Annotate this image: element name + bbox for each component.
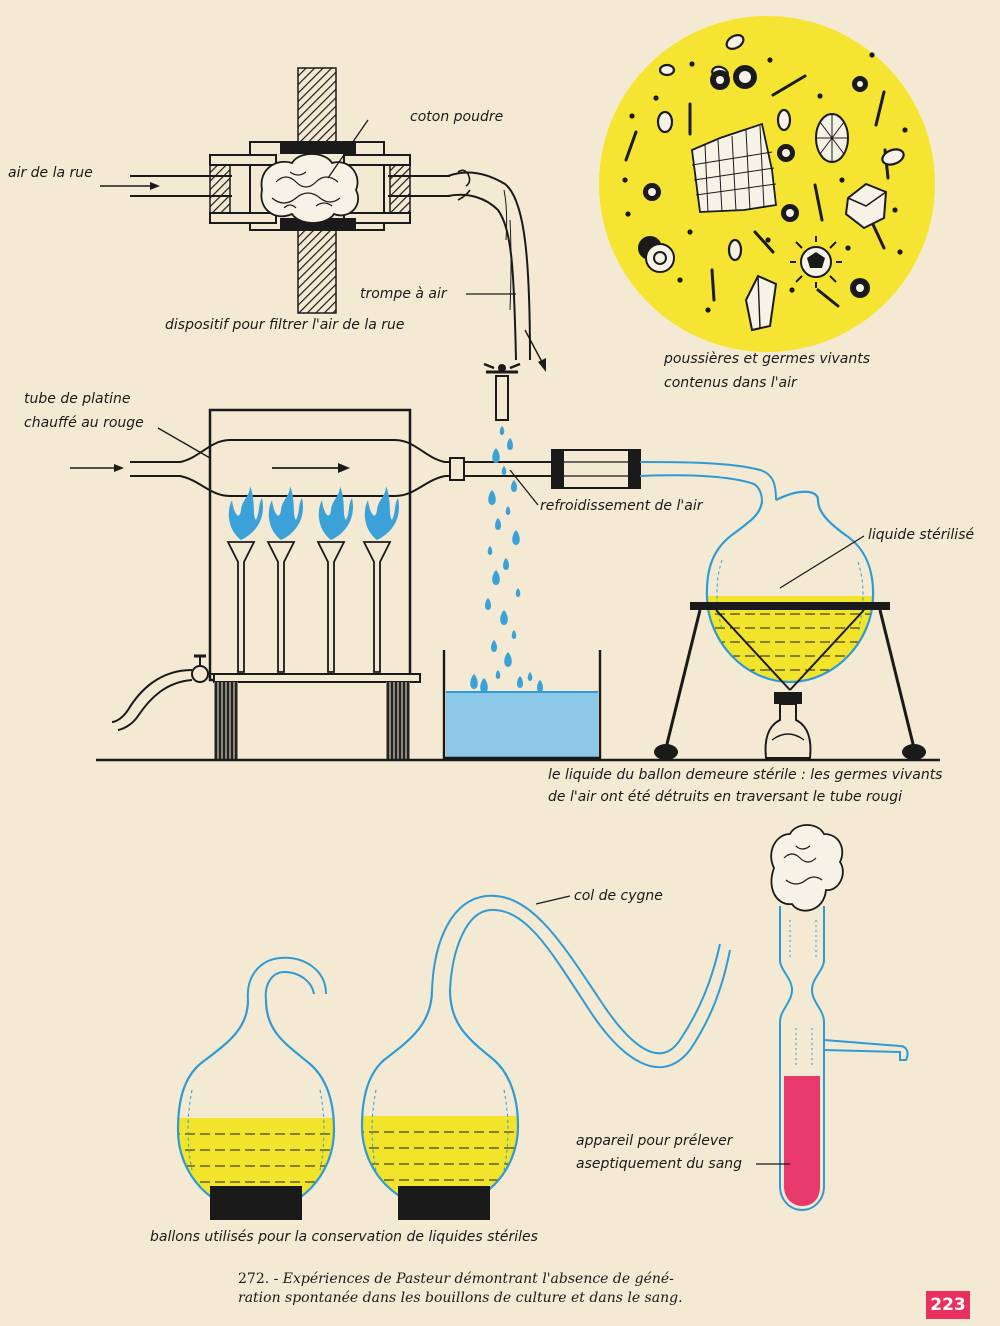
arrow-icon: [524, 329, 546, 372]
label-sterile-result-1: le liquide du ballon demeure stérile : l…: [548, 767, 943, 783]
water-drop: [501, 466, 507, 475]
cooling-tube: [449, 449, 641, 489]
label-platinum-tube-2: chauffé au rouge: [24, 415, 144, 431]
water-drop: [485, 598, 491, 610]
bunsen-burners: [226, 541, 392, 673]
label-filter-device: dispositif pour filtrer l'air de la rue: [165, 317, 405, 333]
tissue-grid: [691, 122, 777, 213]
cotton-plug-icon: [260, 153, 359, 224]
gas-valve-icon: [191, 654, 218, 683]
label-air-pump: trompe à air: [360, 286, 447, 302]
label-blood-device-2: aseptiquement du sang: [576, 1156, 743, 1172]
label-cotton: coton poudre: [410, 109, 504, 125]
water-drop: [505, 506, 511, 515]
leader-line: [157, 427, 211, 459]
water-drop: [527, 672, 533, 681]
label-platinum-tube-1: tube de platine: [24, 391, 131, 407]
crystal-icon: [744, 182, 888, 332]
water-drop: [517, 676, 523, 688]
label-sterile-result-2: de l'air ont été détruits en traversant …: [548, 789, 902, 805]
water-drop: [512, 530, 520, 545]
label-dust-germs-2: contenus dans l'air: [664, 375, 797, 391]
caption-line-1: - Expériences de Pasteur démontrant l'ab…: [269, 1271, 674, 1287]
rubber-hose: [447, 169, 531, 361]
water-drop: [499, 426, 505, 435]
platinum-tube: [130, 439, 455, 497]
germ-spheres: [638, 65, 870, 298]
figure-caption: 272. - Expériences de Pasteur démontrant…: [238, 1270, 798, 1308]
blood-sampling-tube: [779, 906, 909, 1212]
water-drop: [488, 490, 496, 505]
pollen-grain: [815, 113, 849, 163]
water-drop: [507, 438, 513, 450]
tripod-stand: [654, 602, 926, 760]
label-air-cooling: refroidissement de l'air: [540, 498, 703, 514]
water-drop: [495, 670, 501, 679]
water-drop: [504, 652, 512, 667]
water-drop: [470, 674, 478, 689]
label-flasks-caption: ballons utilisés pour la conservation de…: [150, 1229, 538, 1245]
label-blood-device-1: appareil pour prélever: [576, 1133, 733, 1149]
arrow-icon: [70, 464, 124, 472]
water-basin: [442, 650, 602, 760]
water-drop: [503, 558, 509, 570]
gas-hose: [111, 669, 193, 731]
leader-line: [779, 535, 865, 589]
alcohol-lamp-icon: [764, 692, 812, 759]
germ-dots: [622, 52, 908, 313]
swan-neck-flask-small: [176, 956, 336, 1220]
water-drop: [500, 610, 508, 625]
label-swan-neck: col de cygne: [574, 888, 663, 904]
water-drop: [511, 480, 517, 492]
dust-germs-magnified-view: [599, 16, 935, 352]
furnace-stand: [96, 408, 940, 762]
water-drop: [492, 448, 500, 463]
water-drop: [480, 678, 488, 693]
arrow-icon: [100, 182, 160, 190]
figure-number: 272.: [238, 1271, 270, 1287]
water-drop: [495, 518, 501, 530]
label-street-air: air de la rue: [8, 165, 93, 181]
flame-icon: [228, 486, 400, 540]
water-drop: [515, 588, 521, 597]
germ-cells: [656, 34, 905, 262]
water-drop: [492, 570, 500, 585]
spiky-spore-icon: [790, 236, 842, 288]
cotton-plug-icon: [770, 824, 844, 912]
water-drops: [470, 426, 543, 693]
leader-line: [535, 895, 571, 905]
germ-rods: [624, 74, 890, 308]
page-number-badge: 223: [926, 1291, 970, 1319]
water-drop: [537, 680, 543, 692]
water-drop: [491, 640, 497, 652]
label-sterilized-liquid: liquide stérilisé: [868, 527, 975, 543]
water-tap-icon: [483, 362, 521, 421]
water-drop: [511, 630, 517, 639]
water-drop: [487, 546, 493, 555]
leader-line: [509, 469, 539, 506]
label-dust-germs-1: poussières et germes vivants: [664, 351, 871, 367]
caption-line-2: ration spontanée dans les bouillons de c…: [238, 1290, 683, 1306]
leader-line: [327, 119, 369, 179]
